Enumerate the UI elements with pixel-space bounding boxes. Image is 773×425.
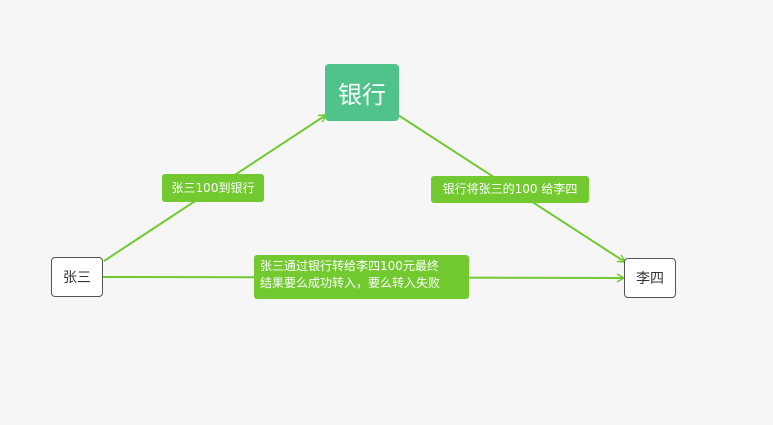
- edge-label-line-1: 张三通过银行转给李四100元最终: [260, 259, 439, 273]
- edge-label-zhangsan-to-lisi: 张三通过银行转给李四100元最终 结果要么成功转入，要么转入失败: [254, 255, 469, 299]
- edge-label-zhangsan-to-bank: 张三100到银行: [162, 174, 264, 202]
- edge-label-bank-to-lisi: 银行将张三的100 给李四: [431, 176, 589, 203]
- edge-label-line-2: 结果要么成功转入，要么转入失败: [260, 276, 441, 290]
- node-bank[interactable]: 银行: [325, 64, 399, 121]
- node-lisi[interactable]: 李四: [624, 258, 676, 298]
- node-zhangsan[interactable]: 张三: [51, 257, 103, 297]
